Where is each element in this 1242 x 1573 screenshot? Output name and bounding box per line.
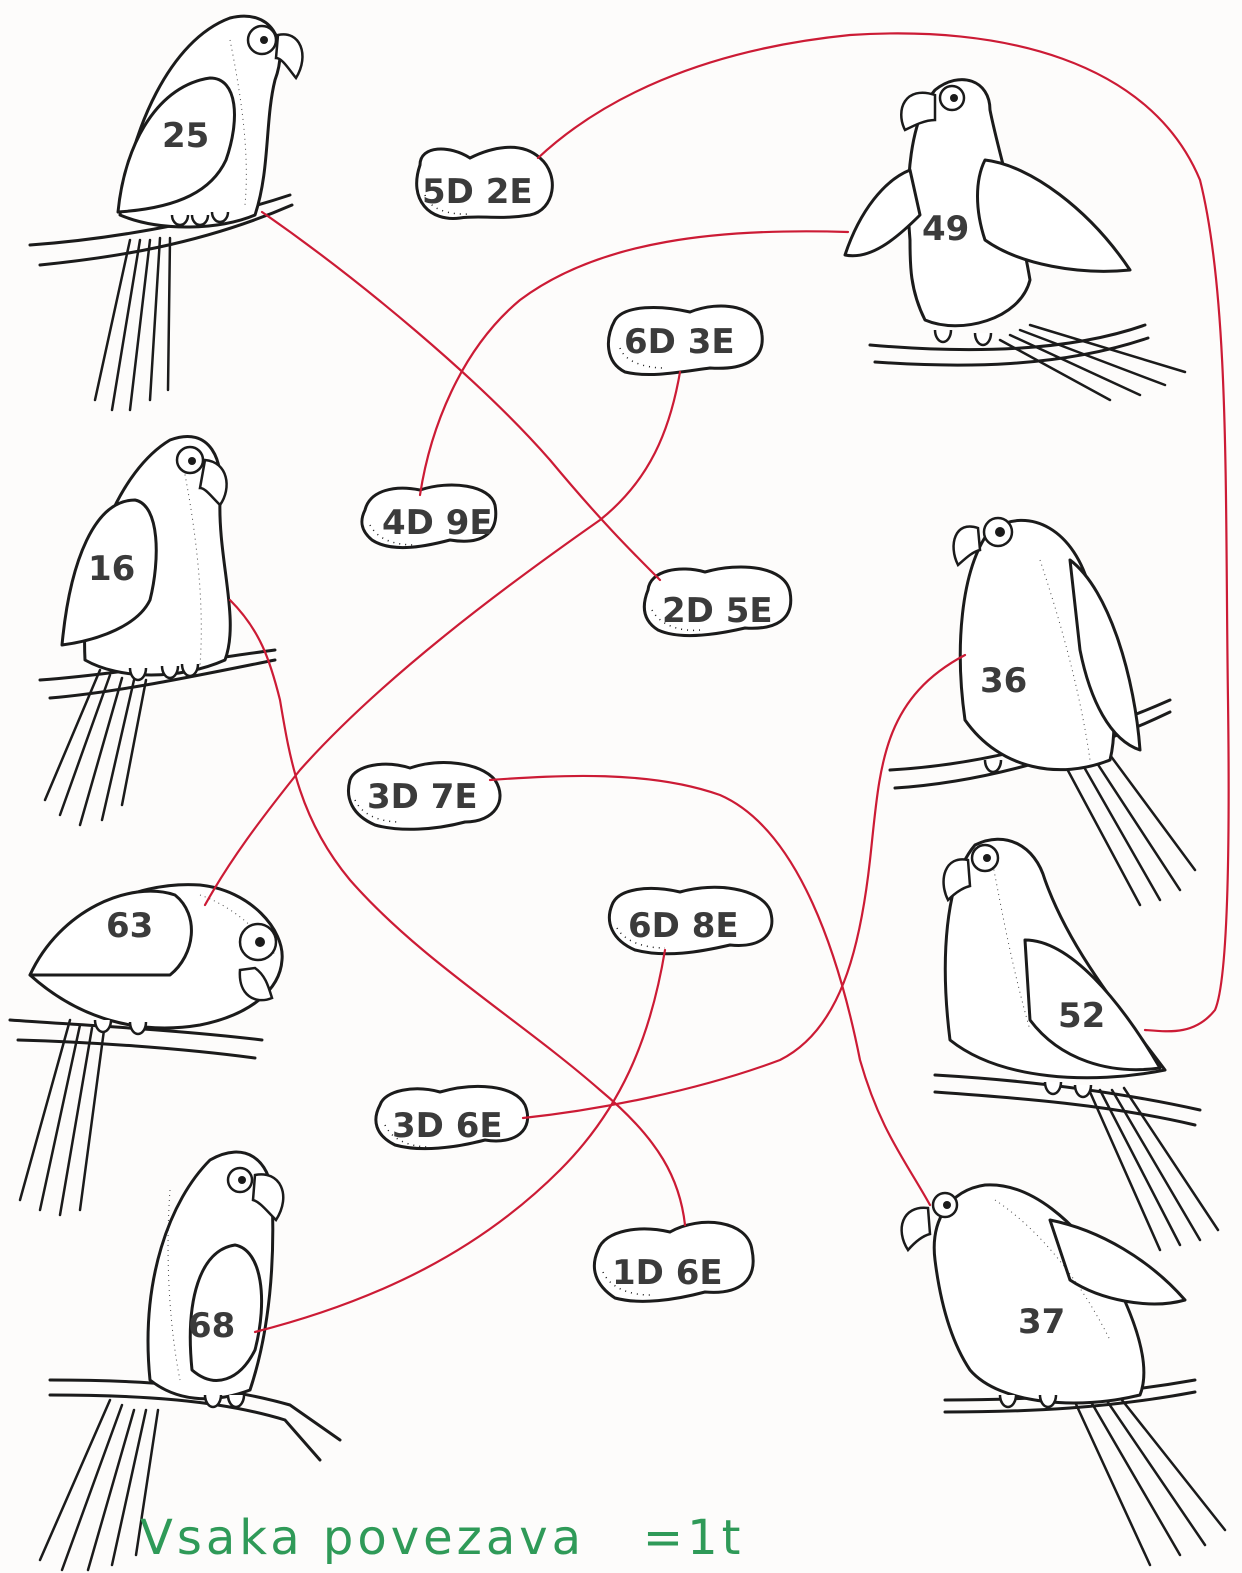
parrot-number: 25 — [162, 116, 209, 156]
parrot-25: 25 — [30, 16, 302, 410]
parrot-number: 49 — [922, 209, 969, 249]
footer-note: Vsaka povezava =1t — [140, 1510, 744, 1566]
parrot-49: 49 — [845, 80, 1185, 400]
bubble-2d-5e: 2D 5E — [644, 567, 790, 636]
bubble-1d-6e: 1D 6E — [594, 1222, 753, 1301]
bubble-label: 1D 6E — [612, 1253, 723, 1293]
bubble-4d-9e: 4D 9E — [362, 485, 496, 548]
bubble-6d-3e: 6D 3E — [608, 306, 762, 375]
parrot-number: 36 — [980, 661, 1027, 701]
parrot-36: 36 — [890, 518, 1195, 905]
bubble-label: 3D 6E — [392, 1106, 503, 1146]
connection-3d6e-36 — [523, 655, 965, 1118]
parrot-16: 16 — [40, 436, 275, 825]
bubble-label: 6D 8E — [628, 906, 739, 946]
parrot-37: 37 — [902, 1185, 1225, 1565]
bubble-3d-6e: 3D 6E — [376, 1086, 528, 1148]
parrot-number: 52 — [1058, 996, 1105, 1036]
parrot-number: 63 — [106, 906, 153, 946]
parrot-68: 68 — [40, 1152, 340, 1570]
bubble-label: 3D 7E — [367, 777, 478, 817]
parrot-number: 16 — [88, 549, 135, 589]
bubble-label: 5D 2E — [422, 172, 533, 212]
bubble-label: 6D 3E — [624, 322, 735, 362]
parrot-number: 37 — [1018, 1302, 1065, 1342]
connection-5d2e-52 — [538, 33, 1229, 1031]
bubble-6d-8e: 6D 8E — [609, 887, 771, 954]
bubble-3d-7e: 3D 7E — [348, 763, 500, 830]
bubble-5d-2e: 5D 2E — [417, 147, 553, 218]
connection-3d7e-37 — [490, 776, 930, 1205]
parrot-number: 68 — [188, 1306, 235, 1346]
bubble-label: 4D 9E — [382, 503, 493, 543]
bubble-label: 2D 5E — [662, 591, 773, 631]
